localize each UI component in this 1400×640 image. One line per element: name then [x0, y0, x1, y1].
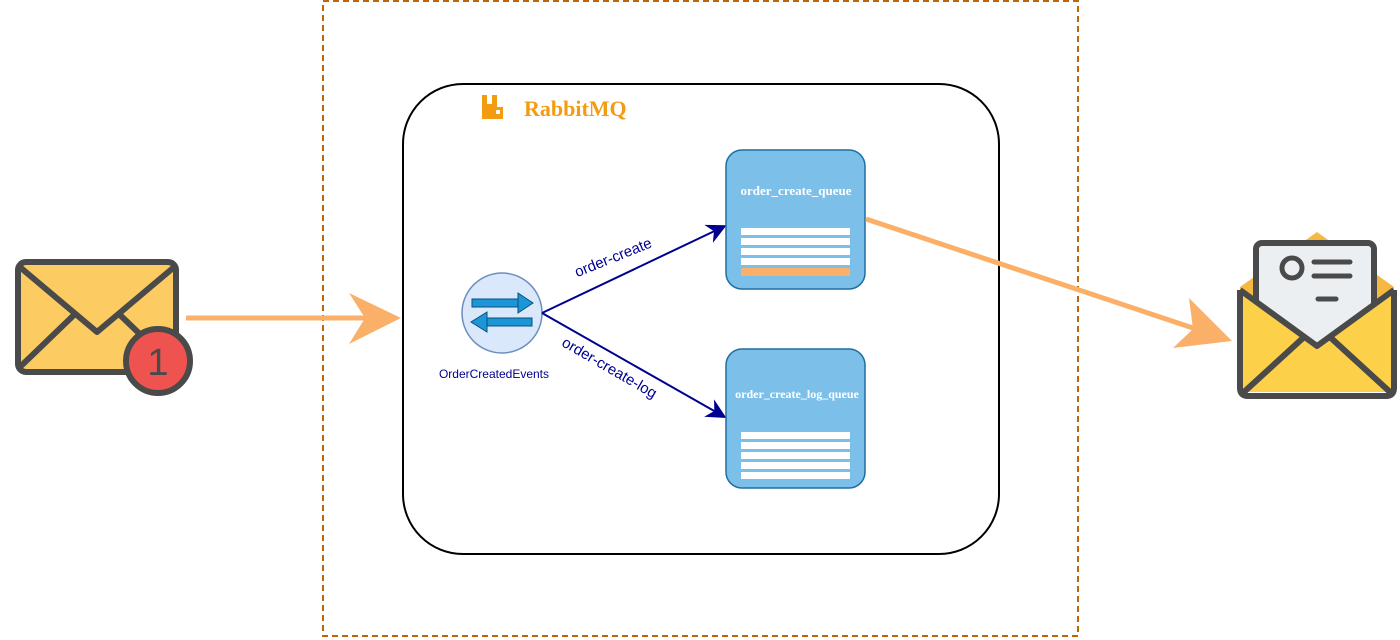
- mail-notification-icon: 1: [15, 259, 193, 396]
- notification-badge-count: 1: [147, 342, 168, 384]
- queue-messages: [741, 228, 850, 276]
- broker-title: RabbitMQ: [524, 96, 627, 121]
- notification-badge: [123, 326, 193, 396]
- queue-order-create-log[interactable]: order_create_log_queue: [725, 348, 866, 489]
- queue-name-order-create-log: order_create_log_queue: [735, 387, 859, 401]
- open-envelope-icon: [1237, 232, 1397, 399]
- exchange-label: OrderCreatedEvents: [439, 367, 549, 381]
- rabbitmq-logo-icon: [482, 95, 503, 119]
- queue-order-create[interactable]: order_create_queue: [725, 149, 866, 290]
- queue-name-order-create: order_create_queue: [741, 183, 852, 198]
- queue-to-consumer-arrow: [865, 216, 1232, 348]
- exchange-arrows-icon: [470, 292, 534, 333]
- exchange-node[interactable]: [461, 272, 543, 354]
- binding-arrow-order-create-log: [541, 312, 727, 418]
- queue-messages: [741, 432, 850, 479]
- binding-arrow-order-create: [541, 224, 727, 314]
- producer-to-broker-arrow: [186, 293, 401, 344]
- queued-message-highlight: [741, 268, 850, 276]
